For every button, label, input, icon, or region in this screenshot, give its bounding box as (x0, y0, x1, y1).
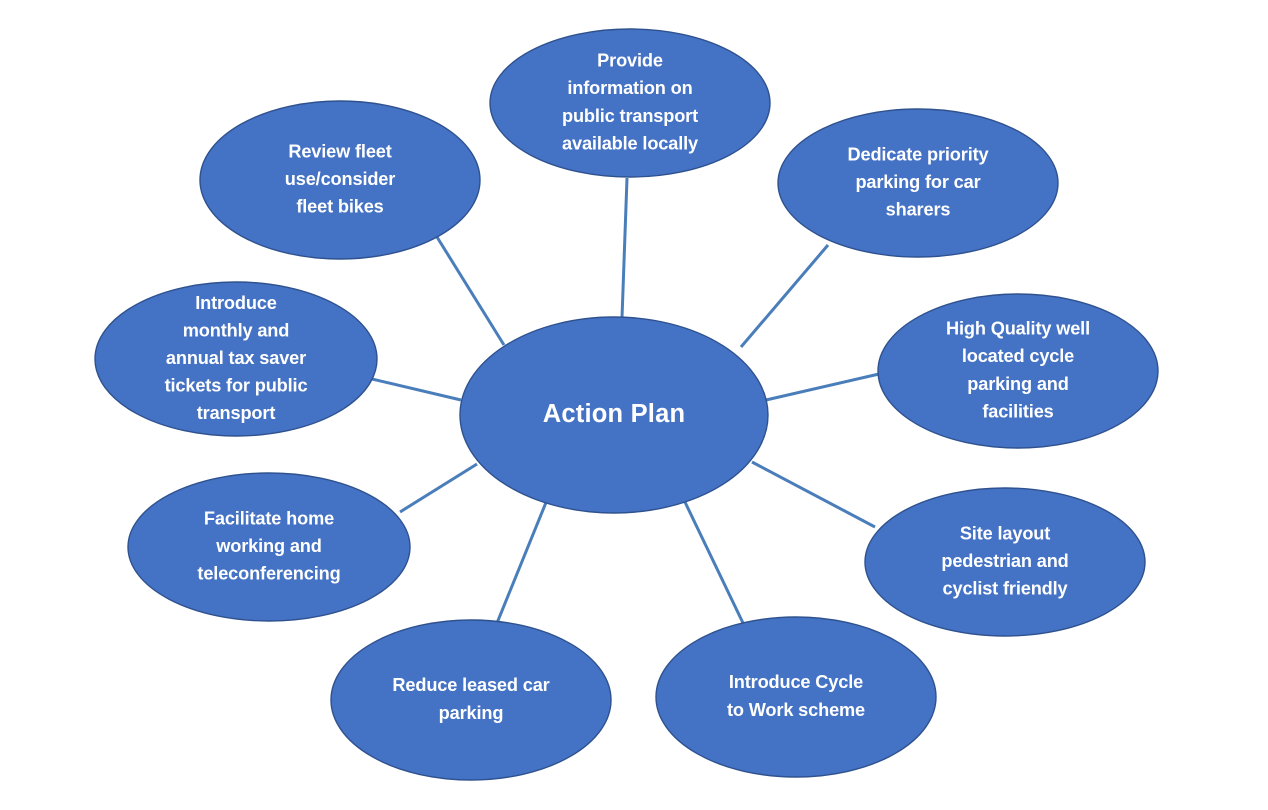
node-label-line: to Work scheme (727, 700, 865, 720)
node-shape-cycle-to-work-scheme[interactable] (655, 616, 937, 778)
nodes-layer: Provide information on public transport ava… (94, 28, 1159, 781)
node-label-line: available locally (562, 133, 699, 153)
node-label-line: sharers (886, 199, 951, 219)
node-label-line: facilities (982, 401, 1053, 421)
node-label-line: cyclist friendly (943, 578, 1069, 598)
node-label-facilitate-home-working: Facilitate home working and teleconferenci… (197, 508, 340, 583)
node-label-line: transport (197, 403, 276, 423)
node-shape-facilitate-home-working[interactable] (127, 472, 411, 622)
node-label-tax-saver-tickets: Introduce monthly and annual tax saver tick… (165, 293, 308, 423)
connector-high-quality-cycle-parking (765, 372, 880, 402)
node-label-line: Introduce Cycle (729, 672, 863, 692)
node-high-quality-cycle-parking[interactable]: High Quality well located cycle parking an… (877, 293, 1159, 449)
connector-review-fleet-use (435, 236, 506, 346)
node-label-line: use/consider (285, 169, 395, 189)
node-label-line: monthly and (183, 320, 289, 340)
node-label-dedicate-priority-parking: Dedicate priority parking for car sharers (848, 144, 990, 219)
node-shape-dedicate-priority-parking[interactable] (777, 108, 1059, 258)
connector-tax-saver-tickets (371, 377, 462, 402)
node-shape-reduce-leased-car-parking[interactable] (330, 619, 612, 781)
node-label-line: Review fleet (288, 141, 391, 161)
node-label-line: public transport (562, 106, 698, 126)
connectors-layer (371, 177, 880, 624)
node-shape-high-quality-cycle-parking[interactable] (877, 293, 1159, 449)
node-label-site-layout-friendly: Site layout pedestrian and cyclist friendl… (941, 523, 1068, 598)
connector-site-layout-friendly (751, 460, 876, 529)
node-label-review-fleet-use: Review fleet use/consider fleet bikes (285, 141, 395, 216)
node-shape-action-plan[interactable] (459, 316, 769, 514)
node-label-reduce-leased-car-parking: Reduce leased car parking (392, 675, 549, 723)
node-cycle-to-work-scheme[interactable]: Introduce Cycle to Work scheme (655, 616, 937, 778)
node-label-line: teleconferencing (197, 563, 340, 583)
node-shape-review-fleet-use[interactable] (199, 100, 481, 260)
node-review-fleet-use[interactable]: Review fleet use/consider fleet bikes (199, 100, 481, 260)
connector-cycle-to-work-scheme (682, 499, 745, 624)
node-shape-provide-information[interactable] (489, 28, 771, 178)
node-reduce-leased-car-parking[interactable]: Reduce leased car parking (330, 619, 612, 781)
node-label-line: Introduce (195, 293, 277, 313)
node-facilitate-home-working[interactable]: Facilitate home working and teleconferenci… (127, 472, 411, 622)
node-label-high-quality-cycle-parking: High Quality well located cycle parking an… (946, 318, 1090, 421)
node-label-line: information on (567, 78, 692, 98)
node-label-line: Provide (597, 50, 663, 70)
node-label-line: Site layout (960, 523, 1050, 543)
node-provide-information[interactable]: Provide information on public transport ava… (489, 28, 771, 178)
node-label-provide-information: Provide information on public transport ava… (562, 50, 699, 153)
connector-reduce-leased-car-parking (495, 499, 549, 624)
node-shape-tax-saver-tickets[interactable] (94, 281, 378, 437)
node-label-line: annual tax saver (166, 348, 306, 368)
node-label-action-plan: Action Plan (543, 400, 685, 428)
node-dedicate-priority-parking[interactable]: Dedicate priority parking for car sharers (777, 108, 1059, 258)
node-label-line: pedestrian and (941, 551, 1068, 571)
node-label-line: Action Plan (543, 400, 685, 428)
node-shape-site-layout-friendly[interactable] (864, 487, 1146, 637)
node-label-line: working and (215, 536, 321, 556)
node-label-line: parking for car (855, 172, 980, 192)
node-label-line: Facilitate home (204, 508, 334, 528)
node-label-line: Reduce leased car (392, 675, 549, 695)
connector-dedicate-priority-parking (739, 244, 830, 348)
node-label-line: fleet bikes (296, 196, 383, 216)
node-label-cycle-to-work-scheme: Introduce Cycle to Work scheme (727, 672, 865, 720)
node-site-layout-friendly[interactable]: Site layout pedestrian and cyclist friendl… (864, 487, 1146, 637)
node-label-line: parking and (967, 374, 1068, 394)
connector-facilitate-home-working (399, 462, 478, 514)
node-label-line: located cycle (962, 346, 1074, 366)
node-label-line: tickets for public (165, 375, 308, 395)
node-label-line: parking (439, 703, 504, 723)
connector-provide-information (620, 177, 629, 319)
node-tax-saver-tickets[interactable]: Introduce monthly and annual tax saver tick… (94, 281, 378, 437)
node-label-line: Dedicate priority (848, 144, 990, 164)
node-label-line: High Quality well (946, 318, 1090, 338)
node-action-plan[interactable]: Action Plan (459, 316, 769, 514)
